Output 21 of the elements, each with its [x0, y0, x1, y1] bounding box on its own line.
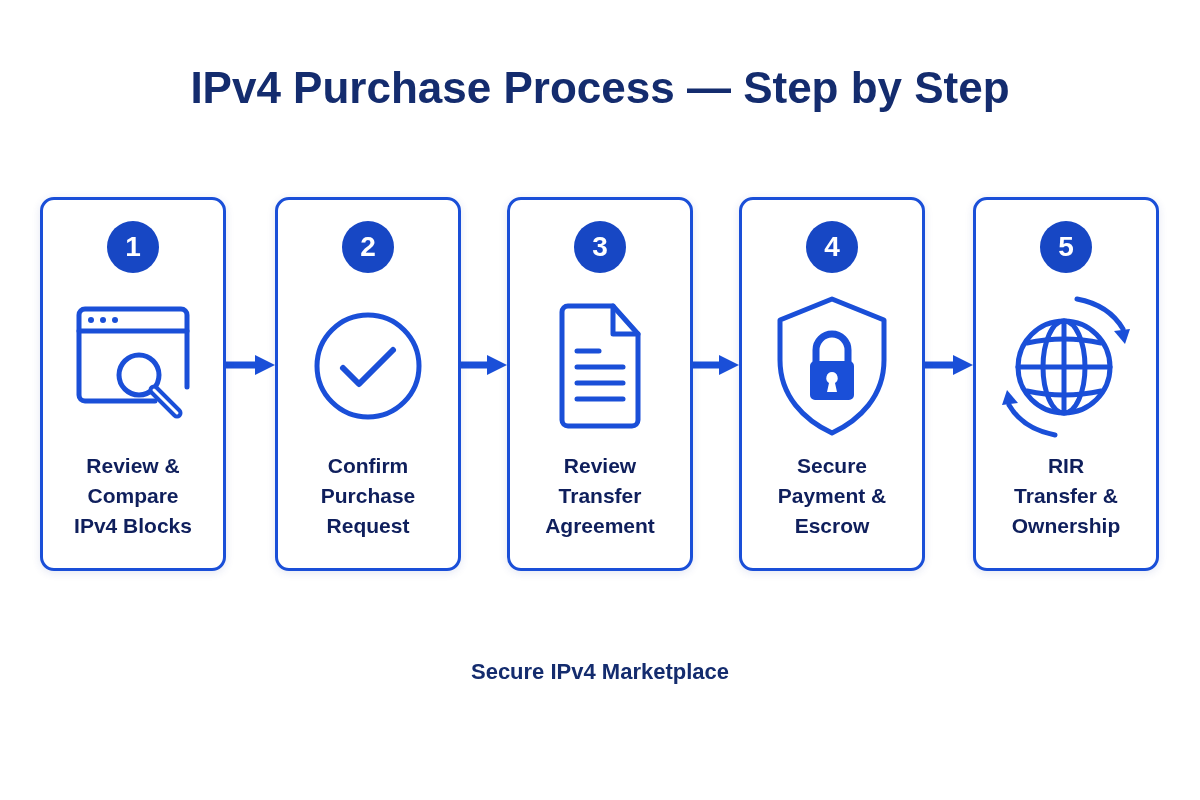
- step-number-badge: 3: [574, 221, 626, 273]
- title: IPv4 Purchase Process — Step by Step: [189, 62, 1011, 114]
- arrow: [693, 355, 739, 375]
- step-number-badge: 1: [107, 221, 159, 273]
- step-card: [275, 197, 461, 571]
- step-card: [739, 197, 925, 571]
- step-card: [507, 197, 693, 571]
- step-label: Review Transfer Agreement: [544, 453, 656, 539]
- step-number-badge: 4: [806, 221, 858, 273]
- step-label: Confirm Purchase Request: [319, 453, 417, 539]
- caption: Secure IPv4 Marketplace: [469, 658, 730, 686]
- step-card: [40, 197, 226, 571]
- step-label: Secure Payment & Escrow: [776, 453, 888, 539]
- arrow: [461, 355, 507, 375]
- step-label: Review & Compare IPv4 Blocks: [73, 453, 193, 539]
- arrow: [226, 355, 275, 375]
- arrow: [925, 355, 973, 375]
- step-label: RIR Transfer & Ownership: [1010, 453, 1122, 539]
- step-number-badge: 5: [1040, 221, 1092, 273]
- step-number-badge: 2: [342, 221, 394, 273]
- step-card: [973, 197, 1159, 571]
